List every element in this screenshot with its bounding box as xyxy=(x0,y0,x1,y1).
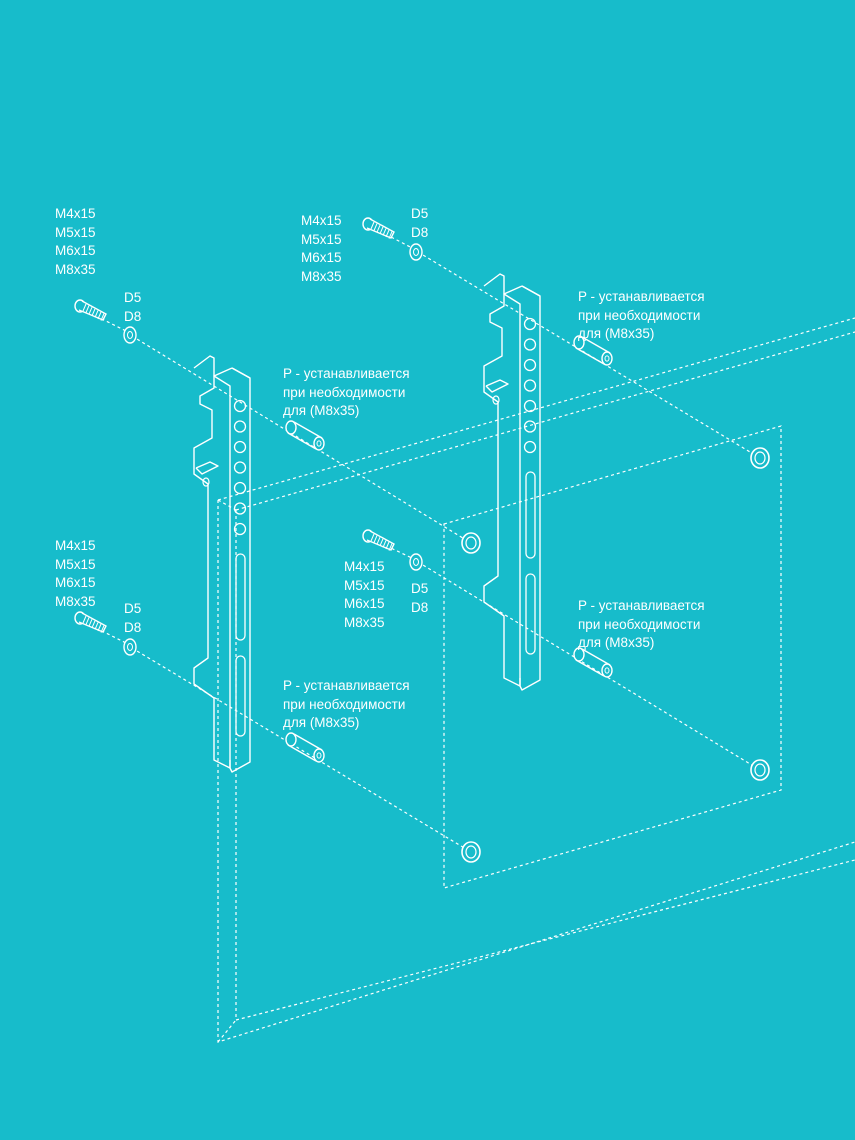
screw-icon xyxy=(362,217,395,239)
washer-icon xyxy=(413,558,419,566)
bracket-left-hole xyxy=(202,477,210,487)
bracket-slot-icon xyxy=(525,573,536,655)
spacer-icon xyxy=(313,748,325,763)
mount-hole-icon xyxy=(465,536,477,550)
screw-icon xyxy=(74,611,107,633)
mount-hole-icon xyxy=(750,447,770,469)
spacer-icon xyxy=(287,733,323,762)
bracket-right-edge xyxy=(521,285,541,297)
vesa-plate-outline xyxy=(443,425,782,889)
washer-icon xyxy=(123,638,137,656)
spacer-icon xyxy=(604,667,610,674)
bracket-hole-icon xyxy=(523,440,537,454)
washer-icon xyxy=(413,248,419,256)
washer-icon xyxy=(409,553,423,571)
bracket-hole-icon xyxy=(523,358,537,372)
spacer-icon xyxy=(285,420,297,435)
bracket-hole-icon xyxy=(523,379,537,392)
bracket-hole-icon xyxy=(233,399,247,413)
bracket-hole-icon xyxy=(523,317,537,331)
spacer-icon xyxy=(575,336,611,365)
bracket-left-edge xyxy=(231,367,251,379)
screw-icon xyxy=(362,529,395,551)
spacer-icon xyxy=(285,732,297,747)
spacer-icon xyxy=(601,351,613,366)
spacer-icon xyxy=(573,335,585,350)
spacer-icon xyxy=(601,663,613,678)
washer-icon xyxy=(123,326,137,344)
assembly-guide-line xyxy=(131,335,472,544)
mount-hole-icon xyxy=(750,759,770,781)
bracket-left-flange xyxy=(193,355,231,769)
bracket-hole-icon xyxy=(523,338,537,351)
washer-icon xyxy=(127,643,133,651)
spacer-icon xyxy=(316,440,322,447)
bracket-left-face xyxy=(213,367,251,773)
washer-icon xyxy=(127,331,133,339)
bracket-slot-icon xyxy=(235,553,246,641)
bracket-hole-icon xyxy=(233,461,247,474)
bracket-right-face xyxy=(503,285,541,691)
bracket-hole-icon xyxy=(523,420,537,433)
tv-inner-edge xyxy=(235,331,855,1021)
spacer-icon xyxy=(575,648,611,677)
spacer-icon xyxy=(316,752,322,759)
mount-hole-icon xyxy=(461,532,481,554)
bracket-hole-icon xyxy=(233,502,247,515)
bracket-slot-icon xyxy=(235,655,246,737)
spacer-icon xyxy=(313,436,325,451)
screw-icon xyxy=(74,299,107,321)
bracket-slot-icon xyxy=(525,471,536,559)
tv-corner-lines xyxy=(217,499,237,1043)
washer-icon xyxy=(409,243,423,261)
mount-hole-icon xyxy=(754,763,766,777)
bracket-right-hole xyxy=(492,395,500,405)
bracket-right-flange xyxy=(483,273,521,687)
spacer-icon xyxy=(604,355,610,362)
bracket-right-slot xyxy=(485,379,509,393)
bracket-hole-icon xyxy=(523,399,537,413)
bracket-hole-icon xyxy=(233,481,247,495)
spacer-icon xyxy=(287,421,323,450)
mount-hole-icon xyxy=(754,451,766,465)
bracket-hole-icon xyxy=(233,522,247,536)
assembly-guide-line xyxy=(417,561,761,771)
mount-hole-icon xyxy=(465,845,477,859)
bracket-hole-icon xyxy=(233,420,247,433)
mount-hole-icon xyxy=(461,841,481,863)
bracket-hole-icon xyxy=(233,440,247,454)
bracket-left-slot xyxy=(195,461,219,475)
spacer-icon xyxy=(573,647,585,662)
